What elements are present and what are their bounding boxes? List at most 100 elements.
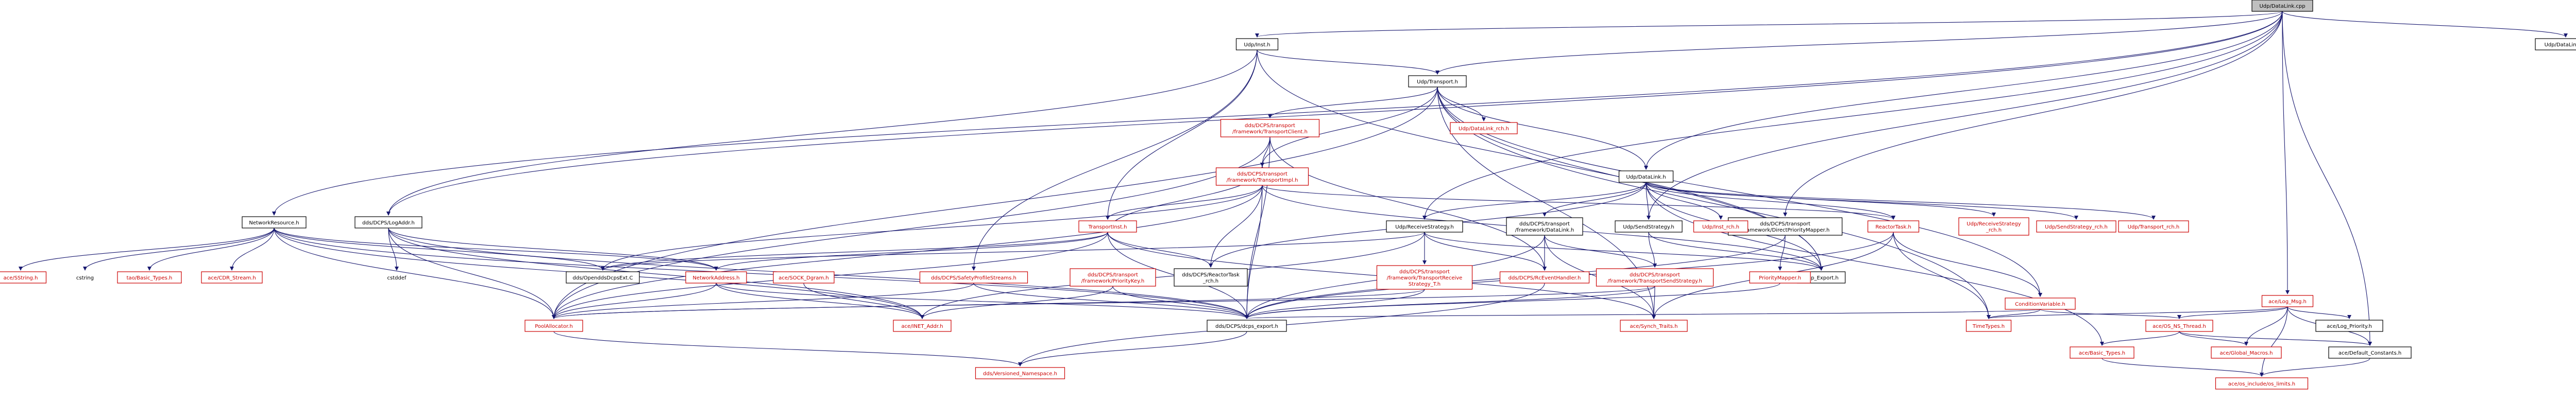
node-dds-logaddr[interactable]: dds/DCPS/LogAddr.h bbox=[354, 216, 422, 229]
node-ace-inet-addr[interactable]: ace/INET_Addr.h bbox=[893, 320, 952, 332]
node-transport-impl[interactable]: dds/DCPS/transport/framework/TransportIm… bbox=[1215, 167, 1309, 186]
node-label: ace/Synch_Traits.h bbox=[1630, 324, 1678, 329]
node-ace-sock-dgram[interactable]: ace/SOCK_Dgram.h bbox=[773, 271, 835, 284]
edge-network_address-to-ace_inet_addr bbox=[716, 283, 924, 319]
node-label: ace/OS_NS_Thread.h bbox=[2153, 324, 2206, 329]
edge-udp_inst-to-udp_export bbox=[1257, 49, 1823, 271]
node-pool-allocator[interactable]: PoolAllocator.h bbox=[524, 320, 583, 332]
node-udp-datalink-inl[interactable]: Udp/DataLink.inl bbox=[2535, 38, 2576, 50]
node-box bbox=[1078, 220, 1137, 233]
nodes-layer: Udp/DataLink.cppUdp/Inst.hUdp/Transport.… bbox=[0, 0, 2576, 390]
edge-root-to-udp_send_strategy bbox=[1647, 11, 2283, 220]
node-ace-default-constants[interactable]: ace/Default_Constants.h bbox=[2328, 346, 2412, 359]
node-box bbox=[1450, 122, 1518, 134]
node-box bbox=[524, 320, 583, 332]
node-box bbox=[919, 271, 1028, 284]
node-ace-sstring[interactable]: ace/SString.h bbox=[0, 271, 47, 284]
node-label: ReactorTask.h bbox=[1875, 224, 1911, 230]
node-box bbox=[1207, 320, 1287, 332]
node-box bbox=[1693, 220, 1749, 233]
node-label: dds/DCPS/ReactorTask bbox=[1182, 272, 1240, 278]
node-priority-key[interactable]: dds/DCPS/transport/framework/PriorityKey… bbox=[1070, 268, 1156, 287]
node-box bbox=[1965, 320, 2012, 332]
edge-udp_transport-to-transport_impl bbox=[1260, 86, 1438, 167]
edge-root-to-udp_transport bbox=[1435, 11, 2283, 75]
edge-transport_receive_strategy_t-to-pool_allocator bbox=[552, 289, 1425, 319]
edge-network_resource-to-ace_cdr_stream bbox=[230, 227, 275, 271]
node-udp-receive-strategy[interactable]: Udp/ReceiveStrategy.h bbox=[1386, 220, 1463, 233]
edge-udp_transport-to-transport_client bbox=[1268, 86, 1438, 118]
node-udp-transport-rch[interactable]: Udp/Transport_rch.h bbox=[2118, 220, 2189, 233]
node-udp-transport[interactable]: Udp/Transport.h bbox=[1408, 75, 1467, 87]
edge-transport_impl-to-opendds_config bbox=[601, 185, 1263, 271]
node-ace-cdr-stream[interactable]: ace/CDR_Stream.h bbox=[201, 271, 263, 284]
node-transport-client[interactable]: dds/DCPS/transport/framework/TransportCl… bbox=[1220, 119, 1320, 137]
node-label: PoolAllocator.h bbox=[535, 324, 573, 329]
node-label: cstddef bbox=[387, 275, 406, 281]
node-ace-limits[interactable]: ace/os_include/os_limits.h bbox=[2215, 377, 2309, 390]
node-dcps-export[interactable]: dds/DCPS/dcps_export.h bbox=[1207, 320, 1287, 332]
node-ace-basic-types[interactable]: ace/Basic_Types.h bbox=[2070, 346, 2134, 359]
edge-network_address-to-dcps_export bbox=[716, 283, 1249, 319]
node-udp-inst-rch[interactable]: Udp/Inst_rch.h bbox=[1693, 220, 1749, 233]
node-cstring: cstring bbox=[76, 275, 94, 281]
node-dcps-datalink[interactable]: dds/DCPS/transport/framework/DataLink.h bbox=[1506, 217, 1583, 236]
edge-reactor_task-to-time_types bbox=[1893, 232, 1991, 319]
edge-safety_profile_streams-to-dcps_export bbox=[973, 283, 1249, 319]
node-udp-datalink-h[interactable]: Udp/DataLink.h bbox=[1618, 170, 1674, 183]
edge-network_address-to-pool_allocator bbox=[552, 283, 717, 319]
node-opendds-config[interactable]: dds/OpenddsDcpsExt.C bbox=[566, 271, 640, 284]
node-label: Udp/DataLink_rch.h bbox=[1459, 126, 1509, 132]
node-tao-basic-types[interactable]: tao/Basic_Types.h bbox=[117, 271, 182, 284]
node-condition-variable[interactable]: ConditionVariable.h bbox=[2005, 297, 2076, 310]
node-transport-receive-strategy-t[interactable]: dds/DCPS/transport/framework/TransportRe… bbox=[1376, 265, 1473, 290]
node-udp-send-strategy[interactable]: Udp/SendStrategy.h bbox=[1615, 220, 1683, 233]
node-label: ace/SString.h bbox=[4, 275, 38, 281]
edge-ace_os_ns_thread-to-ace_default_constants bbox=[2179, 331, 2372, 346]
node-box bbox=[354, 216, 422, 229]
node-label: _rch.h bbox=[1202, 278, 1218, 284]
node-ace-global-macros[interactable]: ace/Global_Macros.h bbox=[2211, 346, 2282, 359]
node-box bbox=[2118, 220, 2189, 233]
node-label: PriorityMapper.h bbox=[1759, 275, 1801, 281]
node-udp-recv-strategy-rch[interactable]: Udp/ReceiveStrategy_rch.h bbox=[1958, 217, 2029, 236]
node-transport-inst[interactable]: TransportInst.h bbox=[1078, 220, 1137, 233]
node-box bbox=[975, 367, 1065, 379]
node-reactor-task[interactable]: ReactorTask.h bbox=[1867, 220, 1920, 233]
node-ace-synch-traits[interactable]: ace/Synch_Traits.h bbox=[1620, 320, 1688, 332]
node-udp-inst[interactable]: Udp/Inst.h bbox=[1235, 38, 1279, 50]
node-label: ace/CDR_Stream.h bbox=[208, 275, 256, 281]
edge-ace_log_msg-to-ace_global_macros bbox=[2244, 306, 2288, 346]
node-root[interactable]: Udp/DataLink.cpp bbox=[2251, 0, 2313, 12]
edge-pool_allocator-to-versioned_namespace bbox=[553, 331, 1022, 366]
edges-layer bbox=[19, 11, 2568, 377]
node-priority-mapper[interactable]: PriorityMapper.h bbox=[1749, 271, 1811, 284]
node-transport-send-strategy[interactable]: dds/DCPS/transport/framework/TransportSe… bbox=[1596, 268, 1714, 287]
edge-dds_logaddr-to-pool_allocator bbox=[388, 227, 556, 319]
node-label: Udp/ReceiveStrategy bbox=[1967, 221, 2021, 227]
edge-root-to-udp_datalink_h bbox=[1644, 11, 2283, 170]
node-udp-send-strategy-rch[interactable]: Udp/SendStrategy_rch.h bbox=[2036, 220, 2116, 233]
node-reactor-task-rch[interactable]: dds/DCPS/ReactorTask_rch.h bbox=[1174, 268, 1248, 287]
node-network-resource[interactable]: NetworkResource.h bbox=[242, 216, 307, 229]
node-ace-log-msg[interactable]: ace/Log_Msg.h bbox=[2261, 295, 2314, 307]
edge-network_resource-to-ace_sstring bbox=[19, 227, 275, 271]
node-ace-os-ns-thread[interactable]: ace/OS_NS_Thread.h bbox=[2145, 320, 2213, 332]
node-label: Udp/DataLink.h bbox=[1626, 174, 1666, 180]
node-label: dds/DCPS/transport bbox=[1245, 123, 1295, 129]
node-versioned-namespace[interactable]: dds/Versioned_Namespace.h bbox=[975, 367, 1065, 379]
edge-transport_impl-to-reactor_task_rch bbox=[1209, 185, 1263, 268]
node-time-types[interactable]: TimeTypes.h bbox=[1965, 320, 2012, 332]
node-ace-log-priority[interactable]: ace/Log_Priority.h bbox=[2315, 320, 2383, 332]
node-safety-profile-streams[interactable]: dds/DCPS/SafetyProfileStreams.h bbox=[919, 271, 1028, 284]
node-network-address[interactable]: NetworkAddress.h bbox=[685, 271, 747, 284]
edge-transport_impl-to-reactor_task bbox=[1262, 185, 1895, 220]
edge-udp_datalink_h-to-udp_send_strategy_rch bbox=[1646, 182, 2078, 220]
node-box bbox=[2036, 220, 2116, 233]
node-udp-datalink-rch[interactable]: Udp/DataLink_rch.h bbox=[1450, 122, 1518, 134]
node-cstddef: cstddef bbox=[387, 275, 406, 281]
edge-udp_send_strategy-to-udp_export bbox=[1648, 232, 1823, 271]
node-label: Udp/SendStrategy_rch.h bbox=[2045, 224, 2108, 230]
node-rcevent-handler[interactable]: dds/DCPS/RcEventHandler.h bbox=[1499, 271, 1590, 284]
